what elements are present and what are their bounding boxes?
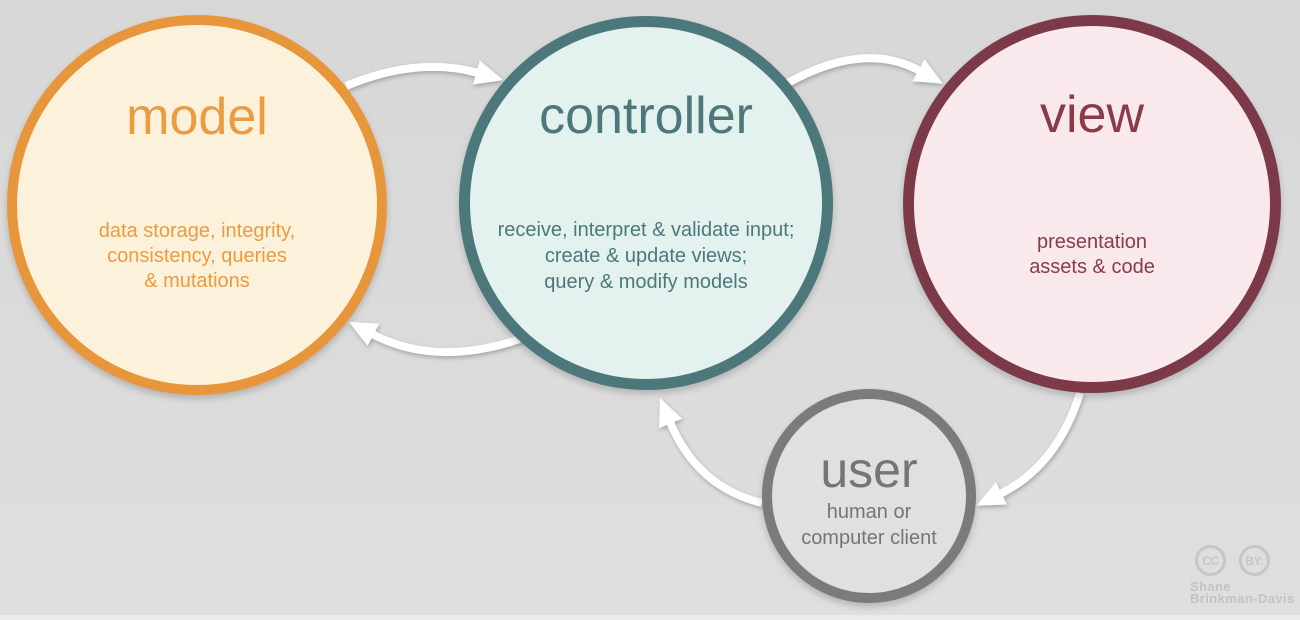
node-view-description: presentation assets & code [914, 230, 1270, 280]
arrow-controller-to-model [348, 321, 525, 357]
cc-badges: CC BY: [1195, 545, 1295, 576]
node-user-desc-line: computer client [801, 527, 937, 549]
node-model: model data storage, integrity, consisten… [7, 15, 387, 395]
node-controller-desc-line: query & modify models [544, 271, 748, 293]
cc-by-icon: BY: [1239, 545, 1270, 576]
node-user-title: user [820, 442, 918, 498]
node-controller: controller receive, interpret & validate… [459, 16, 833, 390]
node-controller-desc-line: receive, interpret & validate input; [497, 219, 795, 241]
bottom-edge-highlight [0, 615, 1300, 620]
arrow-model-to-controller [344, 60, 504, 90]
node-user-description: human or computer client [772, 499, 966, 551]
node-user: user human or computer client [762, 389, 976, 603]
node-view: view presentation assets & code [903, 15, 1281, 393]
arrow-user-to-controller [659, 397, 763, 507]
node-view-desc-line: presentation [1036, 231, 1148, 253]
node-controller-description: receive, interpret & validate input; cre… [470, 217, 822, 295]
node-model-description: data storage, integrity, consistency, qu… [17, 219, 377, 294]
cc-logo-icon: CC [1195, 545, 1226, 576]
author-credit: Shane Brinkman-Davis [1190, 579, 1295, 606]
node-controller-title: controller [539, 87, 753, 145]
arrow-controller-to-view [784, 54, 944, 88]
node-model-title: model [126, 88, 268, 146]
node-model-desc-line: & mutations [144, 270, 250, 292]
arrow-view-to-user [976, 391, 1084, 506]
node-user-desc-line: human or [826, 501, 912, 523]
license-attribution: CC BY: Shane Brinkman-Davis [1190, 545, 1295, 604]
author-name-line: Brinkman-Davis [1190, 590, 1295, 606]
author-name-line: Shane [1190, 579, 1232, 594]
node-model-desc-line: consistency, queries [107, 245, 287, 267]
node-view-desc-line: assets & code [1029, 256, 1155, 278]
node-controller-desc-line: create & update views; [544, 245, 748, 267]
node-view-title: view [1039, 86, 1145, 144]
node-model-desc-line: data storage, integrity, [98, 220, 296, 242]
